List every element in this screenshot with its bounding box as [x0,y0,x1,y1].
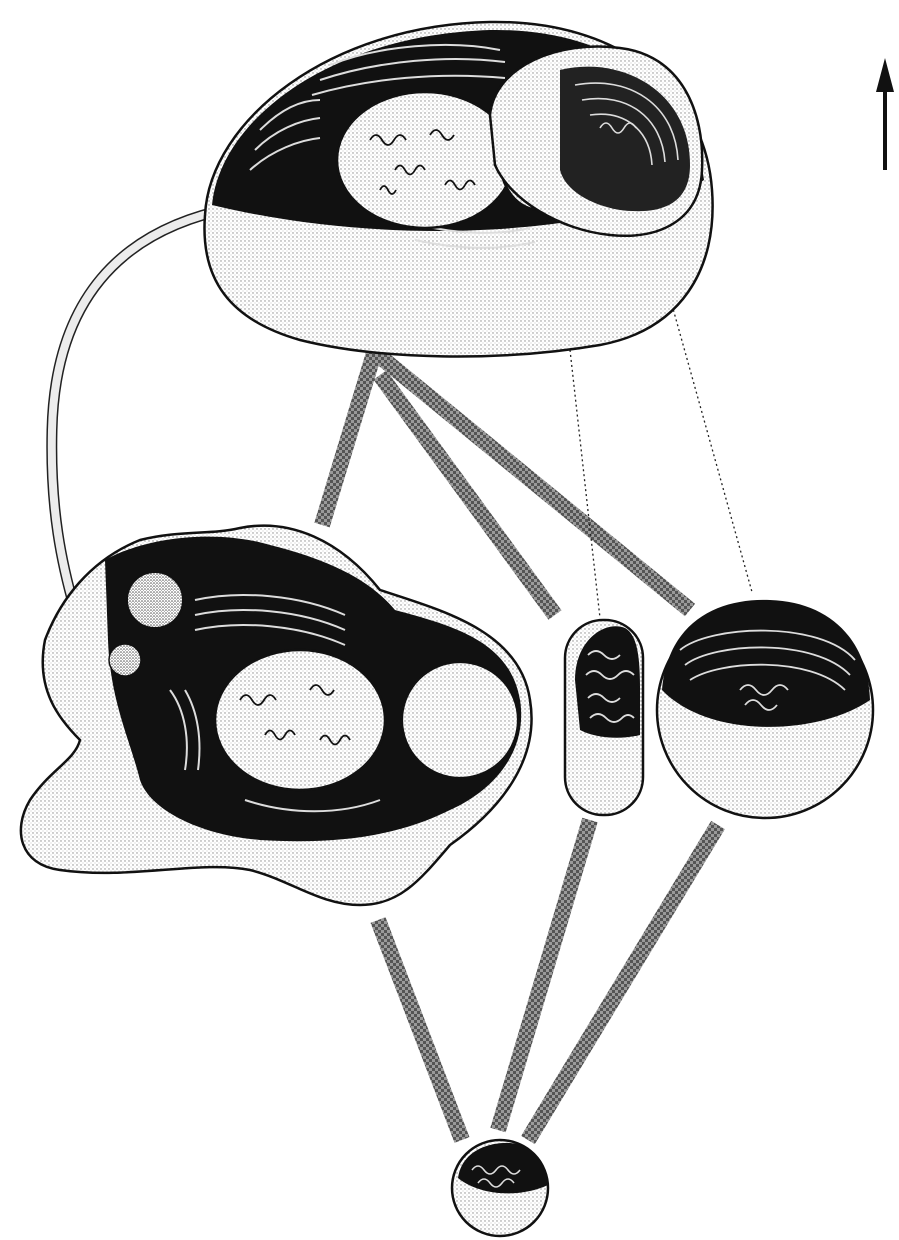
animal-cell-icon [21,526,532,905]
link-animal-to-prokaryote [378,920,462,1140]
mitochondrion-icon [565,620,643,815]
link-mitochondrion-to-prokaryote [498,820,590,1130]
link-plant-to-animal [322,350,375,525]
plant-cell-icon [204,22,712,357]
up-arrow-icon [876,58,894,170]
link-plant-to-mitochondrion [380,375,555,615]
dotted-link-mitochondrion [570,350,600,618]
link-chloroplast-to-prokaryote [528,825,718,1140]
chloroplast-icon [657,600,873,818]
prokaryote-icon [452,1140,548,1236]
dotted-link-chloroplast [672,305,752,592]
